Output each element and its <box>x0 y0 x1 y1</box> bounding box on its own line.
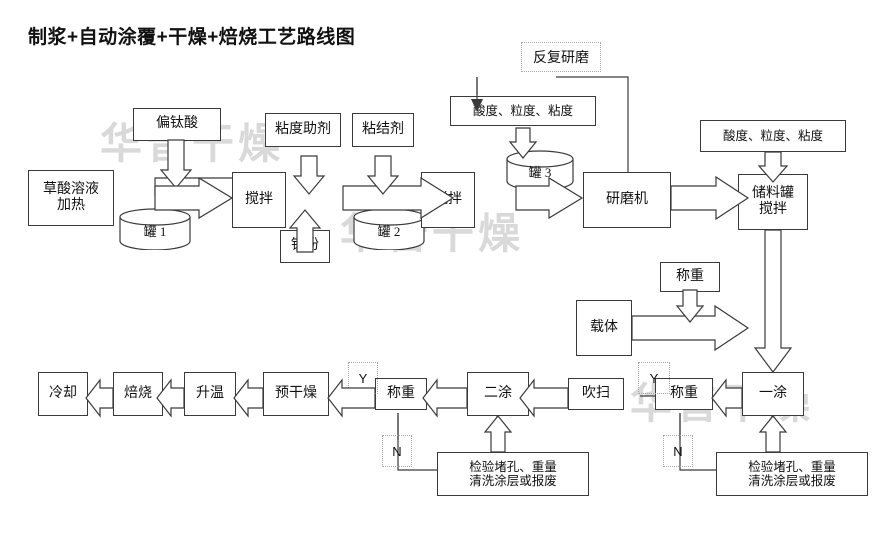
decision-label: N <box>392 443 402 459</box>
node-coat-2[interactable]: 二涂 <box>467 372 529 416</box>
decision-yes-left: Y <box>348 362 378 394</box>
node-label: 焙烧 <box>124 385 152 401</box>
node-metatitanic-acid[interactable]: 偏钛酸 <box>133 108 221 141</box>
node-label-line1: 储料罐 <box>752 185 794 201</box>
node-label: 称重 <box>676 268 704 284</box>
node-label: 搅拌 <box>434 191 462 207</box>
node-pre-drying[interactable]: 预干燥 <box>263 372 329 416</box>
node-repeat-grinding[interactable]: 反复研磨 <box>521 42 601 72</box>
tank-3-label: 罐 3 <box>528 165 552 181</box>
node-viscosity-additive[interactable]: 粘度助剂 <box>265 113 341 147</box>
node-label: 酸度、粒度、粘度 <box>472 103 573 118</box>
node-label: 偏钛酸 <box>156 116 198 132</box>
node-inspect-left[interactable]: 检验堵孔、重量 清洗涂层或报废 <box>437 452 589 496</box>
node-label: 酸度、粒度、粘度 <box>722 128 823 143</box>
node-label: 载体 <box>590 319 618 335</box>
node-label: 吹扫 <box>582 385 610 401</box>
node-cooling[interactable]: 冷却 <box>38 372 88 416</box>
node-label: 预干燥 <box>275 385 317 401</box>
node-inspect-right[interactable]: 检验堵孔、重量 清洗涂层或报废 <box>716 452 868 496</box>
node-oxalic-acid-heating[interactable]: 草酸溶液 加热 <box>28 170 114 226</box>
decision-no-right: N <box>663 435 693 467</box>
node-quality-check-left[interactable]: 酸度、粒度、粘度 <box>450 96 596 126</box>
node-label-line2: 清洗涂层或报废 <box>469 474 557 488</box>
node-label-line1: 草酸溶液 <box>43 181 99 197</box>
node-label: 称重 <box>670 385 698 401</box>
tank-1-label: 罐 1 <box>143 224 167 240</box>
node-storage-tank[interactable]: 储料罐 搅拌 <box>738 174 808 230</box>
node-titanium-powder[interactable]: 钛粉 <box>280 230 330 263</box>
node-label: 粘度助剂 <box>275 121 331 137</box>
node-label: 称重 <box>387 385 415 401</box>
node-label: 二涂 <box>484 385 512 401</box>
node-label: 升温 <box>196 385 224 401</box>
node-grinder[interactable]: 研磨机 <box>583 172 671 228</box>
decision-yes-right: Y <box>638 362 670 394</box>
node-heat-up[interactable]: 升温 <box>184 372 236 416</box>
node-quality-check-right[interactable]: 酸度、粒度、粘度 <box>700 120 846 152</box>
node-binder[interactable]: 粘结剂 <box>352 113 414 147</box>
node-label: 反复研磨 <box>533 51 589 66</box>
tank-2-label: 罐 2 <box>377 224 401 240</box>
node-calcination[interactable]: 焙烧 <box>113 372 163 416</box>
node-weigh-after-coat-2[interactable]: 称重 <box>375 378 427 410</box>
node-label: 研磨机 <box>606 191 648 207</box>
tank-2: 罐 2 <box>352 208 426 251</box>
node-label: 一涂 <box>759 385 787 401</box>
decision-label: Y <box>649 370 659 386</box>
decision-no-left: N <box>382 435 412 467</box>
page-title: 制浆+自动涂覆+干燥+焙烧工艺路线图 <box>28 27 356 48</box>
node-purge[interactable]: 吹扫 <box>568 378 624 410</box>
node-label: 钛粉 <box>291 238 319 254</box>
node-carrier[interactable]: 载体 <box>576 300 632 356</box>
node-label-line2: 加热 <box>57 198 85 213</box>
node-label-line2: 搅拌 <box>759 202 787 217</box>
decision-label: N <box>673 443 683 459</box>
node-weigh-after-coat-1[interactable]: 称重 <box>655 378 713 410</box>
node-label: 粘结剂 <box>362 121 404 137</box>
node-label: 搅拌 <box>245 191 273 207</box>
node-weigh-carrier[interactable]: 称重 <box>660 262 720 292</box>
node-label-line1: 检验堵孔、重量 <box>469 459 557 474</box>
node-label-line2: 清洗涂层或报废 <box>748 474 836 488</box>
tank-3: 罐 3 <box>505 150 575 191</box>
tank-1: 罐 1 <box>118 208 192 251</box>
node-stir-2[interactable]: 搅拌 <box>421 172 475 228</box>
node-stir-1[interactable]: 搅拌 <box>232 172 286 228</box>
node-label-line1: 检验堵孔、重量 <box>748 459 836 474</box>
node-coat-1[interactable]: 一涂 <box>742 372 804 416</box>
node-label: 冷却 <box>49 385 77 401</box>
decision-label: Y <box>358 370 368 386</box>
